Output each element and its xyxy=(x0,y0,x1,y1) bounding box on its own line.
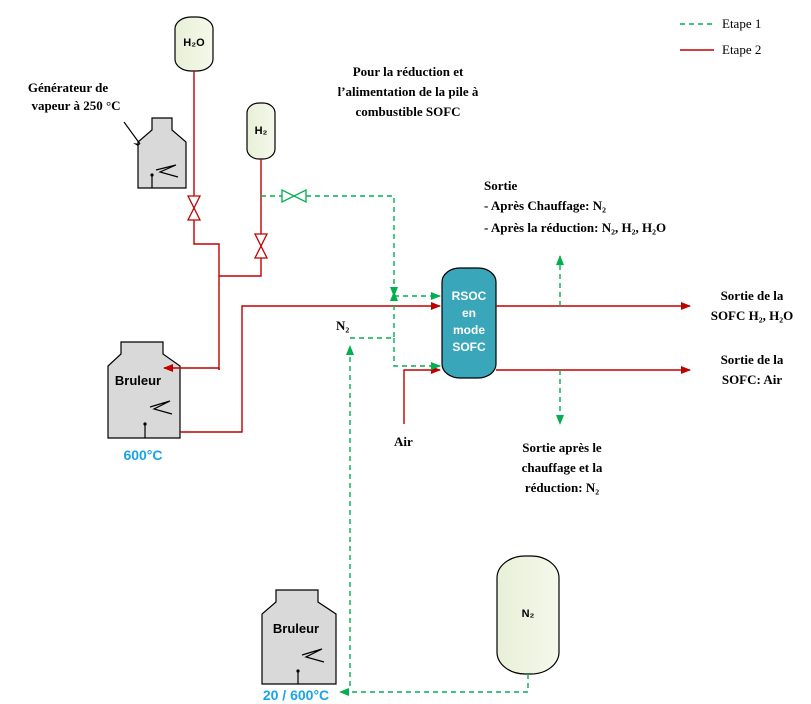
rsoc-unit: RSOC en mode SOFC xyxy=(441,267,497,379)
rsoc-line2: en xyxy=(462,306,476,320)
sortie-title: Sortie xyxy=(484,178,517,193)
steam-generator xyxy=(123,117,187,189)
n2-inlet-label: N₂ xyxy=(336,318,349,333)
burner-2: Bruleur 20 / 600°C xyxy=(261,589,337,703)
h2o-tank-label: H₂O xyxy=(183,37,205,49)
generator-label-line1: Générateur de xyxy=(28,80,108,95)
etape2-lines xyxy=(163,71,691,433)
sortie-sofc2-line1: Sortie de la xyxy=(721,352,784,367)
h2o-tank: H₂O xyxy=(174,16,214,72)
legend-etape1-label: Etape 1 xyxy=(722,16,761,31)
generator-pointer xyxy=(123,121,141,145)
sortie-sofc2-line2: SOFC: Air xyxy=(722,372,783,387)
n2-tank: N₂ xyxy=(496,555,560,675)
sortie-apres-line2: chauffage et la xyxy=(522,460,603,475)
sortie-sofc1-line2: SOFC H₂, H₂O xyxy=(711,308,794,323)
sortie-sofc1-line1: Sortie de la xyxy=(721,288,784,303)
legend: Etape 1 Etape 2 xyxy=(680,16,761,57)
burner-1-temp: 600°C xyxy=(123,447,162,463)
generator-label-line2: vapeur à 250 °C xyxy=(31,98,120,113)
h2-tank: H₂ xyxy=(246,102,276,160)
rsoc-line4: SOFC xyxy=(452,340,486,354)
rsoc-line1: RSOC xyxy=(452,289,487,303)
burner-2-temp: 20 / 600°C xyxy=(263,687,329,703)
etape1-lines xyxy=(261,188,564,696)
sortie-line1: - Après Chauffage: N₂ xyxy=(484,198,606,213)
sortie-line2: - Après la réduction: N₂, H₂, H₂O xyxy=(484,220,666,235)
sortie-apres-line1: Sortie après le xyxy=(522,440,602,455)
air-label: Air xyxy=(394,434,413,449)
h2-purpose-line2: l’alimentation de la pile à xyxy=(338,84,479,99)
legend-etape2-label: Etape 2 xyxy=(722,42,761,57)
burner-1: Bruleur 600°C xyxy=(107,341,181,463)
burner-1-label: Bruleur xyxy=(115,373,161,388)
h2-purpose-line3: combustible SOFC xyxy=(355,104,460,119)
burner-2-label: Bruleur xyxy=(273,621,319,636)
sortie-apres-line3: réduction: N₂ xyxy=(525,480,599,495)
rsoc-line3: mode xyxy=(453,323,485,337)
h2-tank-label: H₂ xyxy=(255,125,268,137)
n2-tank-label: N₂ xyxy=(522,608,535,620)
text-labels: Générateur de vapeur à 250 °C Pour la ré… xyxy=(28,64,793,495)
h2-purpose-line1: Pour la réduction et xyxy=(353,64,464,79)
